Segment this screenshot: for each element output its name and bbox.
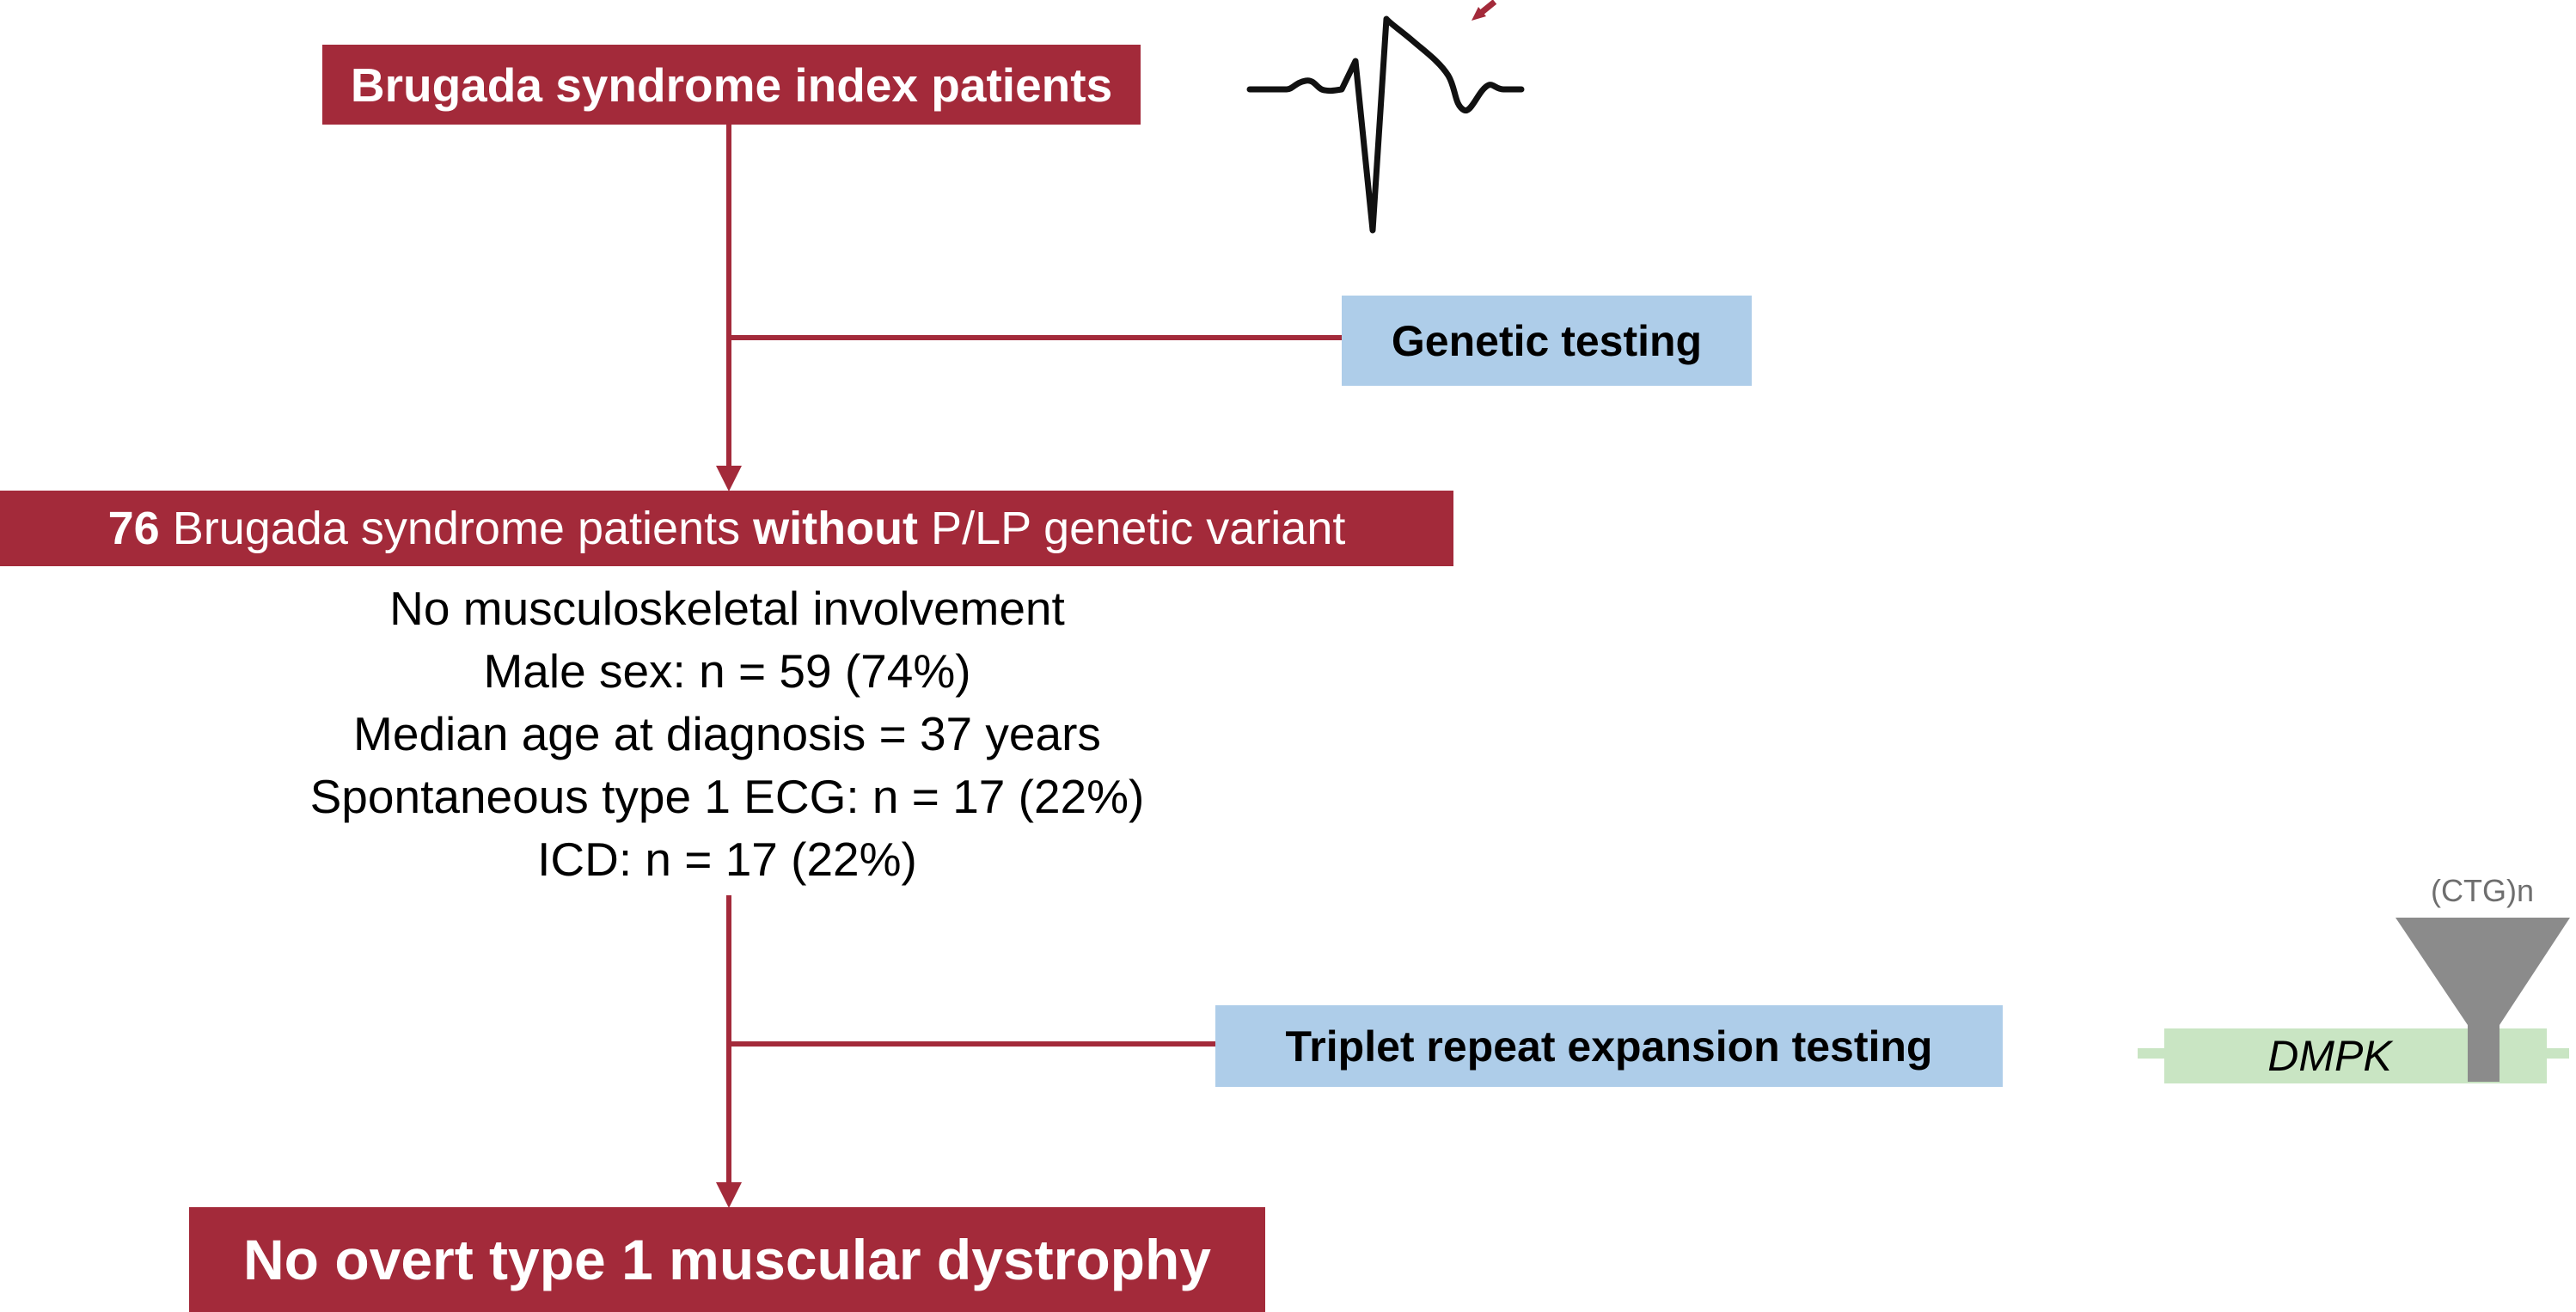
index-patients-label: Brugada syndrome index patients: [350, 58, 1113, 112]
ctg-repeat-label: (CTG)n: [2431, 873, 2534, 908]
arrowhead-to-bottom-box: [716, 1182, 742, 1208]
stat-male-sex: Male sex: n = 59 (74%): [483, 644, 971, 698]
banner-mid-text: Brugada syndrome patients: [159, 503, 754, 554]
connector-line-triplet-testing: [726, 1041, 1215, 1047]
cohort-count: 76: [107, 503, 160, 554]
stat-musculoskeletal: No musculoskeletal involvement: [389, 582, 1065, 635]
result-box: No overt type 1 muscular dystrophy: [189, 1207, 1265, 1312]
banner-end-text: P/LP genetic variant: [918, 503, 1346, 554]
genetic-testing-label: Genetic testing: [1391, 316, 1703, 365]
stat-type1-ecg: Spontaneous type 1 ECG: n = 17 (22%): [309, 770, 1145, 823]
brugada-ecg-trace-icon: [1246, 15, 1525, 234]
result-label: No overt type 1 muscular dystrophy: [243, 1228, 1211, 1291]
connector-line-vertical-2: [726, 895, 731, 1186]
connector-line-genetic-testing: [726, 335, 1342, 340]
cohort-banner-text: 76 Brugada syndrome patients without P/L…: [108, 502, 1346, 555]
dmpk-gene-box: DMPK: [2164, 1028, 2547, 1083]
dmpk-gene-label: DMPK: [2267, 1032, 2392, 1080]
index-patients-box: Brugada syndrome index patients: [322, 45, 1141, 125]
cohort-stats-block: No musculoskeletal involvement Male sex:…: [211, 577, 1243, 891]
gene-line-right: [2546, 1048, 2569, 1059]
gene-line-left: [2138, 1048, 2165, 1059]
stat-icd: ICD: n = 17 (22%): [537, 833, 917, 886]
triplet-testing-label: Triplet repeat expansion testing: [1285, 1022, 1933, 1071]
arrowhead-to-banner: [716, 466, 742, 491]
st-segment-pointer-arrow-icon: [1472, 0, 1497, 21]
stat-median-age: Median age at diagnosis = 37 years: [353, 707, 1101, 760]
connector-line-vertical-1: [726, 125, 731, 471]
genetic-testing-box: Genetic testing: [1342, 296, 1752, 386]
banner-without-word: without: [753, 503, 919, 554]
triplet-testing-box: Triplet repeat expansion testing: [1215, 1005, 2003, 1087]
cohort-banner: 76 Brugada syndrome patients without P/L…: [0, 491, 1453, 566]
